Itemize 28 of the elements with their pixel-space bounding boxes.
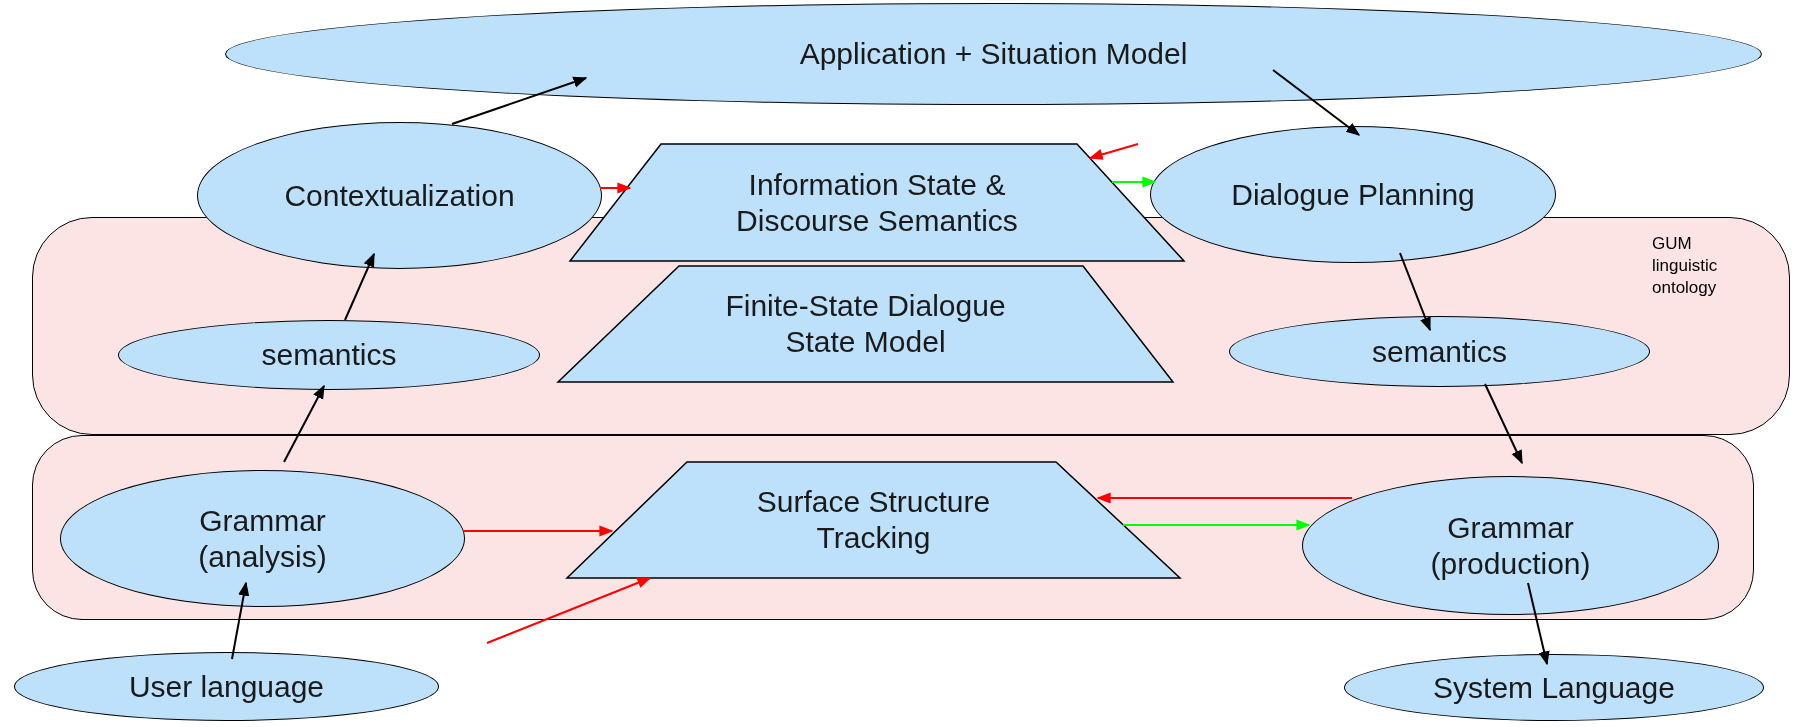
node-label: System Language [1433,669,1675,706]
arrow [1088,143,1139,160]
arrow [231,581,250,660]
node-label: Dialogue Planning [1230,176,1476,213]
node-label: Grammar (production) [1429,509,1592,582]
node-label: Surface Structure Tracking [755,484,992,556]
arrow [451,76,588,125]
arrow [1484,383,1523,465]
arrow [283,384,325,463]
node-label: Grammar (analysis) [197,502,328,575]
node-label: semantics [1371,333,1507,370]
node-label: semantics [261,337,397,373]
layer-band [32,435,1754,620]
node-label: Contextualization [284,177,515,214]
node-label: Application + Situation Model [799,36,1188,72]
node-label: User language [128,668,325,705]
node-label: Finite-State Dialogue State Model [724,288,1007,360]
arrow [486,577,652,644]
arrow [1272,69,1361,136]
arrow [1111,176,1157,188]
arrow [1527,582,1550,666]
arrow [1096,492,1353,504]
layer-label: GUM linguistic ontology [1652,233,1719,300]
arrow [1399,252,1431,332]
arrow [599,182,632,194]
node-label: Information State & Discourse Semantics [735,166,1019,239]
arrow [462,525,614,537]
arrow [344,252,375,321]
